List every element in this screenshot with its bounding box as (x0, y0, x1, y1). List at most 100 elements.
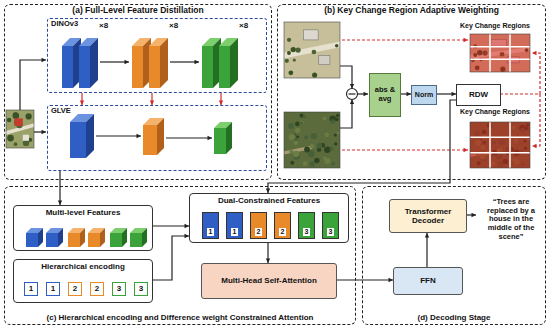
feature-block (219, 38, 238, 88)
block-front (46, 233, 58, 247)
arrow-head (194, 60, 199, 64)
tree (300, 121, 304, 125)
tree (285, 59, 289, 63)
leader-line (342, 39, 468, 40)
process-box: FFN (393, 267, 463, 295)
box-label: abs & avg (371, 86, 399, 103)
tree (290, 161, 294, 165)
image-frame (284, 22, 340, 78)
grid-line (470, 137, 530, 139)
box-label: Multi-Head Self-Attention (221, 276, 317, 285)
house (319, 56, 330, 65)
house (23, 135, 29, 141)
box-label: RDW (469, 90, 488, 99)
model-name: DINOv3 (51, 20, 78, 29)
image-frame (470, 34, 530, 72)
panel: (a) Full-Level Feature DistillationDINOv… (4, 4, 272, 180)
constrained-feature: 2 (250, 212, 267, 239)
constrained-feature: 1 (226, 212, 243, 239)
feature-group: Multi-level Features (13, 205, 153, 251)
feature-block (202, 38, 221, 88)
image-frame (6, 110, 34, 148)
tree (289, 149, 293, 153)
block-front (132, 46, 143, 88)
level-number: 2 (255, 228, 263, 236)
arrow-head (471, 213, 476, 217)
level-code: 3 (134, 282, 148, 296)
feature-block (62, 38, 81, 88)
panel: (b) Key Change Region Adaptive Weighting… (277, 4, 546, 180)
block-front (79, 46, 90, 88)
ground (470, 122, 530, 168)
block-front (62, 46, 73, 88)
feature-group: Hierarchical encoding112233 (13, 259, 153, 303)
tree (295, 128, 300, 133)
tree (287, 38, 291, 42)
connector (58, 171, 62, 205)
block-front (143, 125, 157, 155)
arrow-head (463, 148, 468, 152)
arrow-head (124, 60, 129, 64)
connector (80, 93, 84, 105)
arrow (34, 130, 46, 134)
group-title: Dual-Constrained Features (218, 196, 320, 205)
grid-line (470, 152, 530, 154)
tree (288, 70, 293, 75)
block-front (110, 233, 122, 247)
block-front (70, 122, 86, 158)
model-name: GLVE (51, 107, 71, 116)
grid-line (470, 46, 530, 48)
operation-box: abs & avg (369, 73, 401, 117)
arrow (340, 66, 354, 89)
block-front (149, 46, 160, 88)
tree (288, 123, 294, 129)
connector-line (153, 225, 189, 226)
aerial-image (470, 34, 530, 72)
connector (153, 224, 189, 228)
feature-block (110, 228, 127, 247)
arrow-head (41, 58, 46, 62)
label-holder: ×8 (239, 21, 248, 30)
grid-line (509, 122, 511, 168)
arrow-head (363, 92, 368, 96)
aerial-image (284, 22, 340, 78)
tree (336, 114, 339, 117)
leader-line (342, 149, 468, 150)
level-number: 1 (231, 228, 239, 236)
block-front (202, 46, 213, 88)
house (14, 118, 22, 126)
operation-box: Norm (411, 85, 437, 105)
arrow (166, 136, 212, 140)
level-number: 3 (327, 228, 335, 236)
block-side (38, 228, 43, 247)
feature-block (143, 118, 164, 155)
feature-group: Dual-Constrained Features112233 (189, 193, 349, 243)
feature-block (132, 38, 151, 88)
tree (7, 118, 12, 123)
repeat-count: ×8 (239, 21, 248, 30)
level-code: 1 (24, 282, 38, 296)
level-number: 2 (95, 284, 99, 293)
feature-block (88, 228, 105, 247)
tree (323, 157, 326, 160)
box-label: Norm (415, 91, 433, 99)
ground (284, 22, 340, 78)
tree (325, 133, 330, 138)
level-number: 3 (139, 284, 143, 293)
panel-title: (a) Full-Level Feature Distillation (72, 6, 203, 16)
tree (295, 122, 300, 127)
arrow-head (425, 233, 429, 238)
repeat-count: ×8 (99, 21, 108, 30)
level-code: 3 (112, 282, 126, 296)
constrained-feature: 3 (298, 212, 315, 239)
subtract-symbol (347, 89, 358, 100)
tree (334, 133, 337, 136)
tree (310, 144, 314, 148)
arrow (342, 148, 468, 152)
feature-block (26, 228, 43, 247)
level-number: 1 (29, 284, 33, 293)
tree (330, 147, 334, 151)
leader-line (532, 53, 540, 94)
tree (295, 47, 300, 52)
feature-block (79, 38, 98, 88)
